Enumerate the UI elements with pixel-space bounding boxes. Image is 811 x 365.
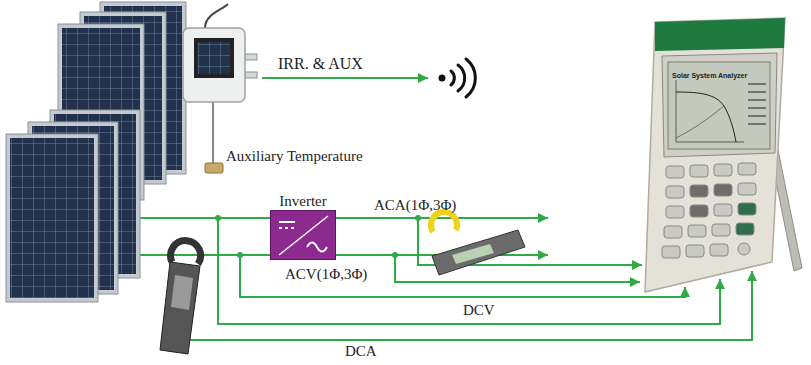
inverter-shape	[270, 210, 336, 260]
signal-label: DCA	[345, 343, 377, 360]
inverter-icon	[271, 211, 335, 259]
analyzer-keypad	[662, 163, 756, 258]
wireless-symbol	[439, 59, 476, 97]
signal-label: DCV	[463, 302, 495, 319]
irradiance-sensor	[183, 4, 257, 173]
sensor-label: Auxiliary Temperature	[226, 148, 363, 165]
signal-label: ACV(1Φ,3Φ)	[285, 266, 367, 283]
signal-label: ACA(1Φ,3Φ)	[374, 197, 456, 214]
analyzer-device: Solar System Analyzer	[640, 18, 786, 294]
signal-label: IRR. & AUX	[278, 55, 363, 73]
signal-wire	[336, 255, 640, 282]
analyzer-device-body	[645, 18, 802, 292]
ac-clamp-meter	[431, 212, 525, 275]
device-screen-title: Solar System Analyzer	[672, 71, 747, 80]
dc-clamp-meter	[160, 241, 201, 354]
node-heading: Inverter	[279, 192, 326, 210]
inverter-box: Inverter	[270, 192, 336, 260]
solar-panels	[6, 2, 186, 302]
